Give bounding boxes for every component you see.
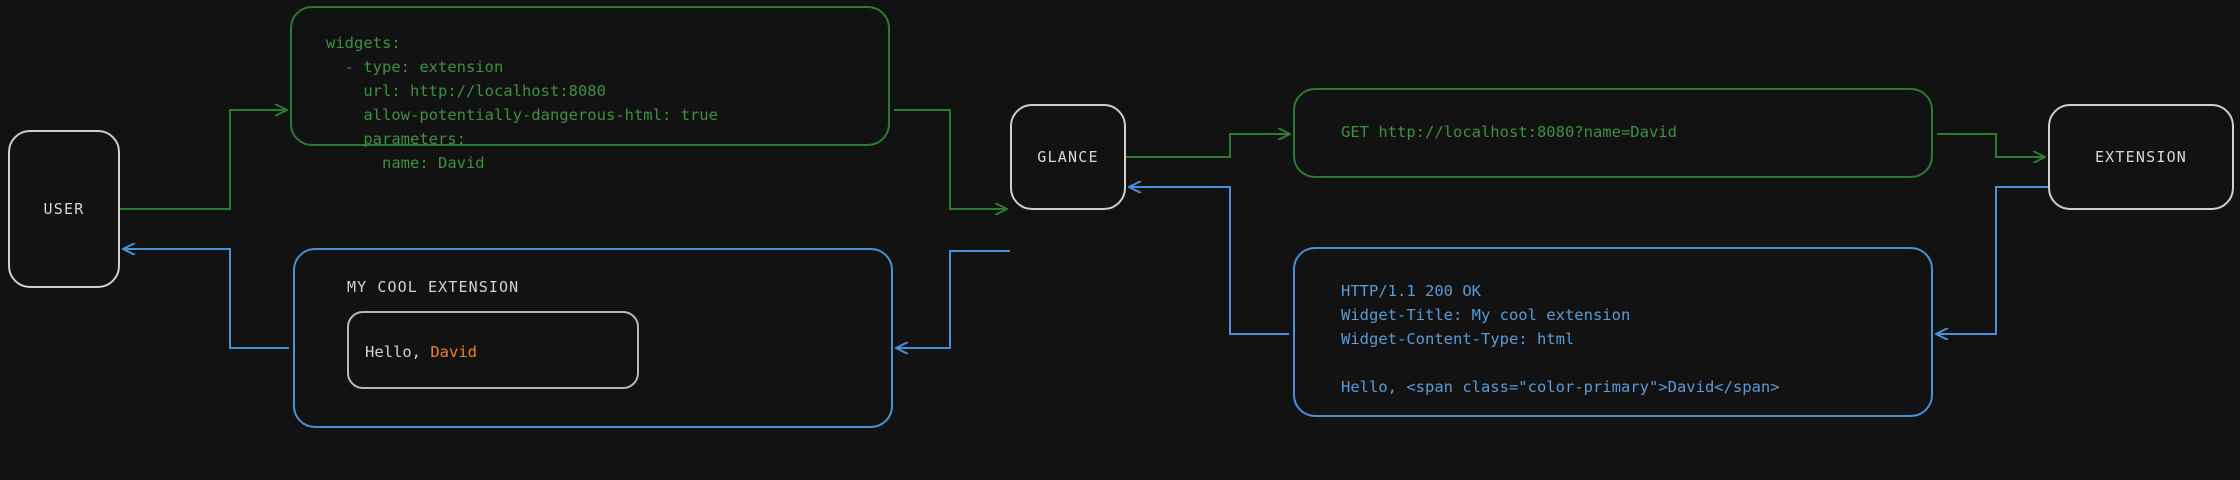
http-response-text: HTTP/1.1 200 OK Widget-Title: My cool ex…	[1341, 282, 1780, 396]
node-extension-label: EXTENSION	[2094, 148, 2188, 166]
edge-widget-to-user	[124, 249, 289, 349]
http-response-box: HTTP/1.1 200 OK Widget-Title: My cool ex…	[1293, 247, 1933, 417]
edge-user-to-config	[120, 110, 286, 210]
node-glance[interactable]: GLANCE	[1010, 104, 1126, 210]
widget-greeting-prefix: Hello,	[365, 343, 431, 361]
rendered-widget-box: MY COOL EXTENSION Hello, David	[293, 248, 893, 428]
node-extension[interactable]: EXTENSION	[2048, 104, 2234, 210]
yaml-config-text: widgets: - type: extension url: http://l…	[326, 34, 718, 172]
yaml-config-box: widgets: - type: extension url: http://l…	[290, 6, 890, 172]
widget-card: Hello, David	[347, 311, 639, 389]
get-request-text: GET http://localhost:8080?name=David	[1341, 123, 1677, 141]
widget-title: MY COOL EXTENSION	[347, 278, 520, 296]
node-user[interactable]: USER	[8, 130, 120, 288]
edge-config-to-glance	[894, 109, 1006, 209]
node-glance-label: GLANCE	[1037, 148, 1099, 166]
edge-extension-to-response	[1937, 186, 2048, 334]
node-user-label: USER	[43, 200, 85, 218]
widget-greeting: Hello, David	[365, 343, 477, 361]
edge-get-to-extension	[1937, 133, 2044, 157]
edge-glance-to-widget	[897, 250, 1010, 348]
edge-response-to-glance	[1130, 187, 1289, 335]
get-request-box: GET http://localhost:8080?name=David	[1293, 88, 1933, 178]
widget-greeting-name: David	[430, 343, 477, 361]
edge-glance-to-get	[1126, 134, 1289, 158]
